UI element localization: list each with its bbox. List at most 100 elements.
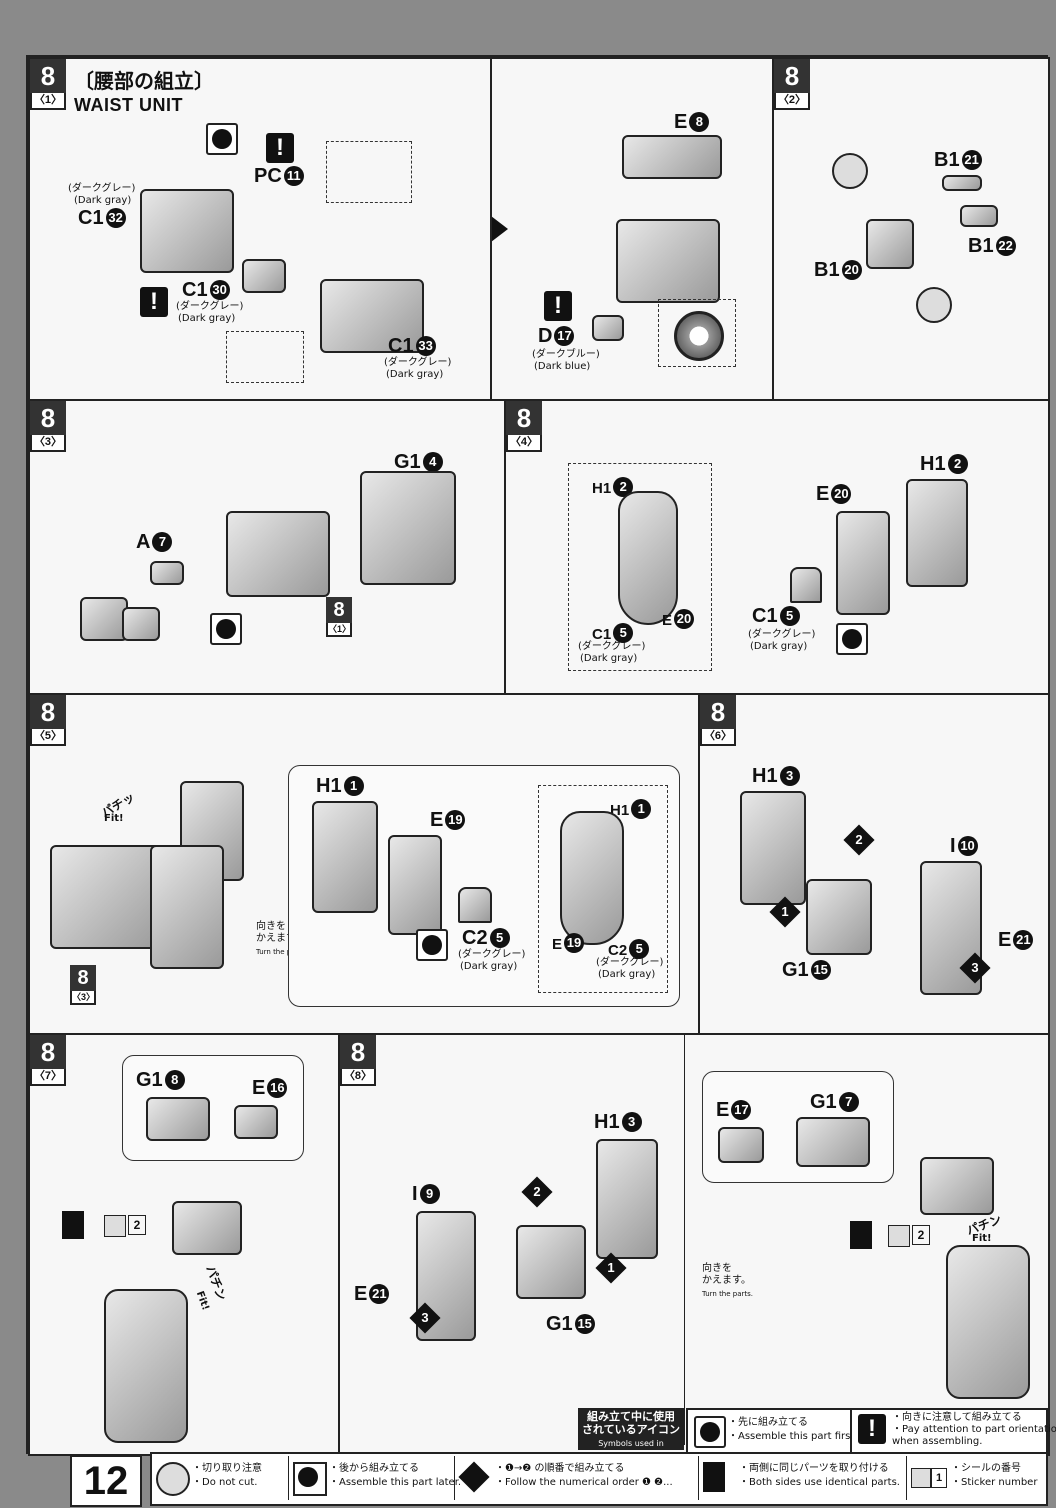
step-badge: 8〈6〉 xyxy=(700,695,736,746)
both-sides-icon xyxy=(703,1462,725,1492)
assemble-later-icon xyxy=(416,929,448,961)
detail-box xyxy=(568,463,712,671)
orientation-warning-icon: ! xyxy=(266,133,294,163)
orientation-warning-icon: ! xyxy=(140,287,168,317)
do-not-cut-icon xyxy=(832,153,868,189)
part-c25 xyxy=(458,887,492,923)
color-note-jp: (ダークグレー) xyxy=(596,957,664,968)
part-g115 xyxy=(516,1225,586,1299)
part-g18-assembled xyxy=(172,1201,242,1255)
step-badge: 8〈2〉 xyxy=(774,59,810,110)
fit-label-en: Fit! xyxy=(193,1289,211,1312)
part-armor-plate xyxy=(946,1245,1030,1399)
legend-assemble-later: ・後から組み立てる・Assemble this part later. xyxy=(288,1456,461,1500)
part-e16 xyxy=(234,1105,278,1139)
part-g17-assembled xyxy=(920,1157,994,1215)
part-c132 xyxy=(140,189,234,273)
sticker-icon xyxy=(104,1215,126,1237)
turn-note-jp2: かえます。 xyxy=(702,1275,751,1286)
part-g18 xyxy=(146,1097,210,1141)
color-note-en: (Dark gray) xyxy=(74,195,132,206)
color-note-jp: (ダークグレー) xyxy=(384,357,452,368)
both-sides-icon xyxy=(850,1221,872,1249)
step-marker-3: 3 xyxy=(409,1302,441,1334)
step-marker-1: 1 xyxy=(769,896,801,928)
fit-label-jp: パチン xyxy=(203,1263,229,1303)
page-number: 12 xyxy=(70,1455,142,1507)
color-note-jp: (ダークグレー) xyxy=(176,301,244,312)
step-badge: 8〈1〉 xyxy=(30,59,66,110)
part-waist-core xyxy=(226,511,330,597)
step-marker-3: 3 xyxy=(959,952,991,984)
color-note-jp: (ダークグレー) xyxy=(748,629,816,640)
legend-numerical-order: ・❶→❷ の順番で組み立てる・Follow the numerical orde… xyxy=(454,1456,699,1500)
sticker-number-box: 1 xyxy=(931,1468,947,1488)
turn-note-en: Turn the parts. xyxy=(256,948,308,956)
part-g115 xyxy=(806,879,872,955)
step-badge: 8〈8〉 xyxy=(340,1035,376,1086)
part-h12 xyxy=(906,479,968,587)
legend-do-not-cut: ・切り取り注意・Do not cut. xyxy=(152,1456,284,1500)
legend-assemble-first: ・先に組み立てる ・Assemble this part first. xyxy=(686,1408,857,1454)
part-flap-right xyxy=(122,607,160,641)
color-note-en: (Dark gray) xyxy=(598,969,656,980)
orientation-warning-icon: ! xyxy=(858,1414,886,1444)
color-note-jp: (ダークグレー) xyxy=(68,183,136,194)
next-arrow-icon xyxy=(492,209,508,249)
part-a7 xyxy=(150,561,184,585)
assemble-later-icon xyxy=(210,613,242,645)
do-not-cut-icon xyxy=(156,1462,190,1496)
color-note-jp: (ダークグレー) xyxy=(578,641,646,652)
turn-note-en: Turn the parts. xyxy=(702,1290,754,1298)
part-b122 xyxy=(960,205,998,227)
step-marker-2: 2 xyxy=(843,824,875,856)
color-note-en: (Dark gray) xyxy=(386,369,444,380)
legend-orientation: ! ・向きに注意して組み立てる ・Pay attention to part o… xyxy=(850,1408,1056,1454)
part-waist-assembly xyxy=(50,845,164,949)
sticker-icon xyxy=(888,1225,910,1247)
do-not-cut-icon xyxy=(916,287,952,323)
part-g14 xyxy=(360,471,456,585)
step-badge: 8〈3〉 xyxy=(30,401,66,452)
detail-joint xyxy=(674,311,724,361)
detail-box xyxy=(226,331,304,383)
step-marker-1: 1 xyxy=(595,1252,627,1284)
reference-badge-8-1: 8〈1〉 xyxy=(326,597,352,637)
part-b121 xyxy=(942,175,982,191)
part-e17 xyxy=(718,1127,764,1163)
divider-line xyxy=(684,1035,685,1445)
section-title-en: WAIST UNIT xyxy=(74,95,183,115)
turn-note-jp2: かえます。 xyxy=(256,933,305,944)
part-h13 xyxy=(740,791,806,905)
step-marker-2: 2 xyxy=(521,1176,553,1208)
part-e20 xyxy=(836,511,890,615)
section-title-jp: 〔腰部の組立〕 xyxy=(74,69,214,93)
fit-label-en: Fit! xyxy=(972,1233,992,1244)
assemble-first-icon xyxy=(694,1416,726,1448)
